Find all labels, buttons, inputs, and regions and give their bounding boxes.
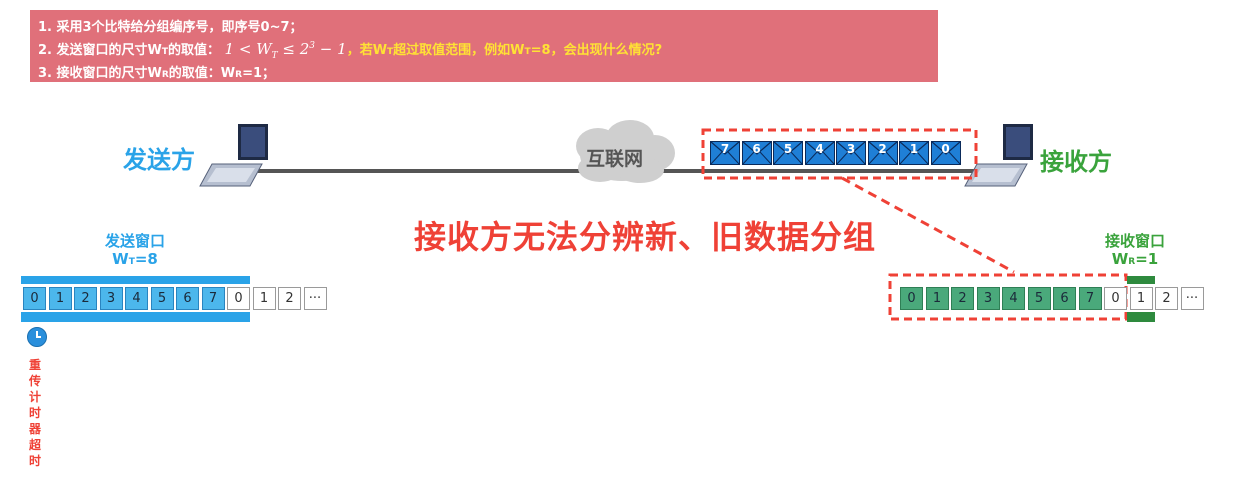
- send-seq-cell: 2: [74, 287, 97, 310]
- send-seq-cell: ···: [303, 287, 327, 310]
- warning-text: 接收方无法分辨新、旧数据分组: [414, 218, 877, 256]
- timer-char: 时: [28, 406, 41, 420]
- packet-envelope-icon: 6: [741, 141, 772, 165]
- packet-number: 5: [783, 142, 793, 156]
- sender-laptop-icon: [199, 124, 268, 187]
- internet-cloud-icon: [576, 120, 675, 183]
- timer-char: 重: [28, 358, 41, 372]
- send-window-bottom-bar: [21, 312, 250, 322]
- packet-number: 1: [909, 142, 919, 156]
- question-text: ，若WT超过取值范围，例如WT=8，会出现什么情况?: [346, 43, 663, 58]
- packet-envelope-icon: 7: [710, 141, 740, 165]
- connector-dashed-line: [841, 176, 1015, 274]
- recv-window-top-bar: [1127, 276, 1155, 284]
- packet-envelope-icon: 2: [867, 141, 898, 165]
- send-seq-cell: 3: [99, 287, 123, 310]
- receiver-label: 接收方: [1040, 148, 1112, 176]
- sender-label: 发送方: [123, 146, 195, 174]
- recv-seq-cell: 0: [1104, 287, 1127, 310]
- note-line-3: 3. 接收窗口的尺寸WR的取值：WR=1；: [38, 66, 276, 81]
- timer-char: 器: [28, 422, 41, 436]
- send-window-title: 发送窗口: [104, 232, 165, 250]
- timer-char: 时: [28, 454, 41, 468]
- send-seq-cell: 5: [150, 287, 174, 310]
- recv-seq-cell: 2: [951, 287, 974, 310]
- recv-seq-cell: 1: [1129, 287, 1153, 310]
- send-seq-cell: 4: [125, 287, 148, 310]
- note-line-1: 1. 采用3个比特给分组编序号，即序号0~7；: [38, 20, 303, 35]
- recv-seq-cell: 3: [976, 287, 1000, 310]
- recv-seq-cell: ···: [1180, 287, 1204, 310]
- receiver-laptop-icon: [964, 124, 1033, 187]
- packet-number: 6: [752, 142, 761, 156]
- recv-seq-cell: 4: [1002, 287, 1025, 310]
- send-seq-cell: 1: [48, 287, 72, 310]
- window-formula: 1 < WT ≤ 23 − 1: [224, 40, 347, 61]
- packet-number: 0: [941, 142, 950, 156]
- packet-number: 2: [878, 142, 887, 156]
- recv-window-title: 接收窗口: [1104, 232, 1165, 250]
- received-group-box: [888, 273, 1128, 321]
- packet-envelope-icon: 1: [899, 141, 929, 165]
- send-seq-cell: 2: [278, 287, 301, 310]
- instruction-banner: 1. 采用3个比特给分组编序号，即序号0~7； 2. 发送窗口的尺寸WT的取值：…: [30, 10, 938, 82]
- packet-number: 7: [720, 142, 730, 156]
- recv-seq-cell: 7: [1078, 287, 1102, 310]
- recv-seq-cell: 0: [900, 287, 923, 310]
- recv-seq-cell: 6: [1053, 287, 1076, 310]
- packet-envelope-icon: 3: [836, 141, 866, 165]
- packet-envelope-icon: 4: [804, 141, 835, 165]
- send-seq-cell: 1: [252, 287, 276, 310]
- timer-char: 超: [28, 438, 41, 452]
- note-line-2: 2. 发送窗口的尺寸WT的取值： 1 < WT ≤ 23 − 1，若WT超过取值…: [38, 40, 663, 61]
- packet-number: 3: [846, 142, 856, 156]
- recv-window-bottom-bar: [1127, 312, 1155, 322]
- timer-char: 传: [28, 374, 41, 388]
- packet-envelope-icon: 0: [930, 141, 961, 165]
- recv-seq-cell: 1: [925, 287, 949, 310]
- recv-window-size: WR=1: [1111, 250, 1159, 268]
- packet-number: 4: [815, 142, 824, 156]
- recv-seq-cell: 5: [1027, 287, 1051, 310]
- send-seq-cell: 0: [23, 287, 46, 310]
- packet-group-box: [701, 128, 978, 180]
- send-seq-cell: 7: [201, 287, 225, 310]
- send-window-size: WT=8: [112, 250, 158, 268]
- recv-seq-cell: 2: [1155, 287, 1178, 310]
- packet-envelope-icon: 5: [773, 141, 803, 165]
- send-seq-cell: 6: [176, 287, 199, 310]
- send-window-top-bar: [21, 276, 250, 284]
- retransmission-timer-icon: [27, 327, 47, 347]
- internet-label: 互联网: [586, 148, 644, 170]
- send-seq-cell: 0: [227, 287, 250, 310]
- timer-char: 计: [28, 390, 41, 404]
